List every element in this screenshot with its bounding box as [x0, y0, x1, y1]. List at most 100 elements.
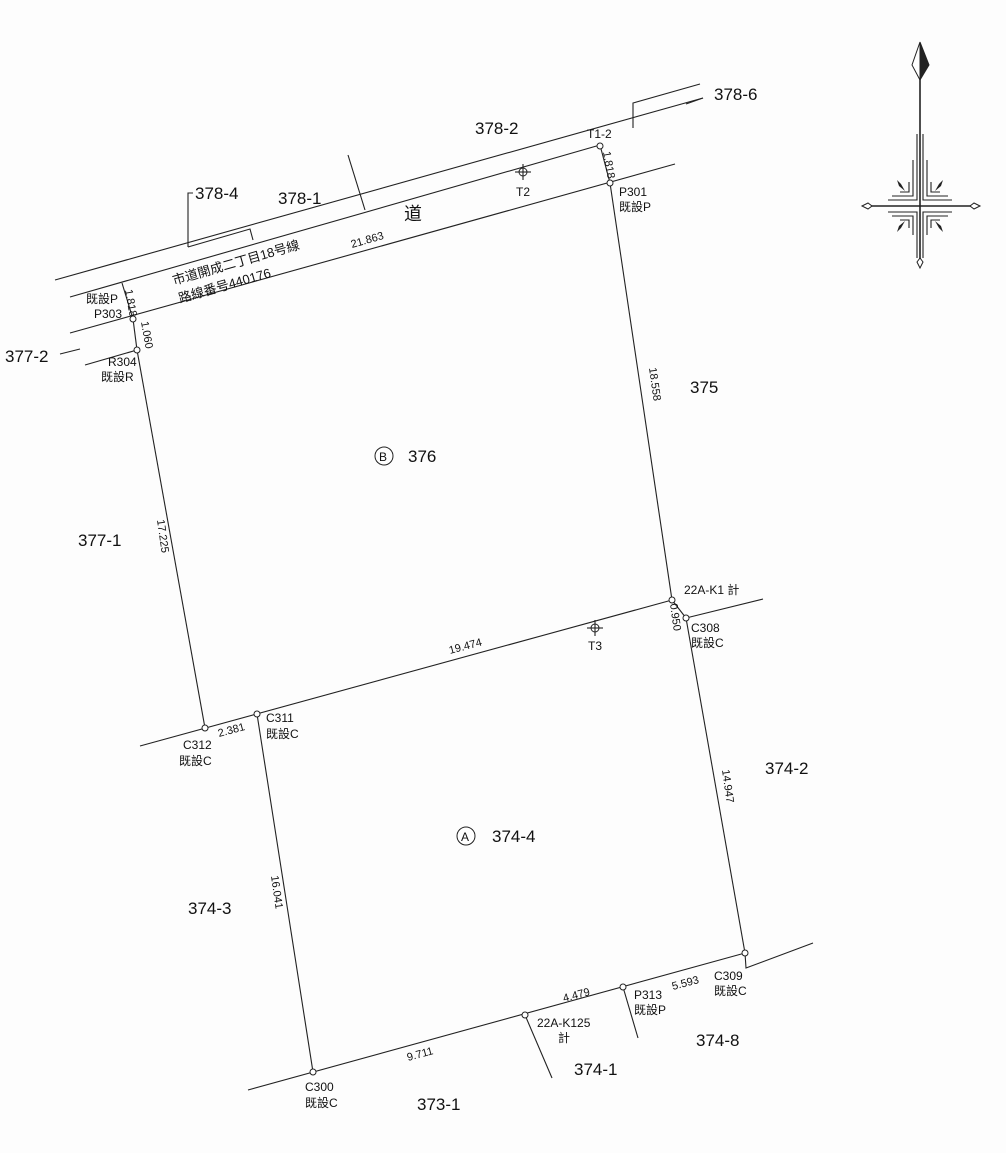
label-r304-type: 既設R — [101, 369, 134, 384]
parcel-378-4: 378-4 — [195, 184, 238, 203]
parcel-b-mark: B — [379, 450, 387, 464]
point-labels: T1-2 T2 P301 既設P 既設P P303 R304 既設R 22A-K… — [86, 127, 747, 1110]
label-k1: 22A-K1 計 — [684, 582, 739, 597]
parcel-373-1: 373-1 — [417, 1095, 460, 1114]
dist-p303-r304: 1.060 — [138, 320, 155, 349]
lot-378-4-bracket — [187, 228, 254, 248]
label-p303: P303 — [94, 307, 122, 321]
boundary-lines — [54, 83, 814, 1091]
bottom-boundary-line — [247, 952, 746, 1091]
pin-c312 — [201, 724, 209, 732]
label-p313-type: 既設P — [634, 1002, 666, 1017]
pin-k1 — [668, 596, 676, 604]
pin-r304 — [133, 346, 141, 354]
dist-bottom-2: 4.479 — [562, 986, 592, 1005]
parcel-378-2: 378-2 — [475, 119, 518, 138]
pin-c308 — [682, 614, 690, 622]
dist-bottom-3: 5.593 — [671, 974, 701, 993]
road-south-edge — [69, 163, 676, 334]
road-mark: 道 — [404, 204, 422, 224]
parcel-374-1: 374-1 — [574, 1060, 617, 1079]
label-k125: 22A-K125 — [537, 1016, 591, 1030]
parcel-376: 376 — [408, 447, 436, 466]
parcel-377-1: 377-1 — [78, 531, 121, 550]
dist-middle: 19.474 — [448, 637, 484, 657]
middle-boundary-line — [139, 599, 673, 747]
dist-road-top: 21.863 — [350, 230, 386, 251]
label-p313: P313 — [634, 988, 662, 1002]
lot-374-4-west-line — [256, 713, 314, 1073]
parcel-378-1: 378-1 — [278, 189, 321, 208]
p303-r304-line — [132, 318, 138, 351]
label-p303-type: 既設P — [86, 291, 118, 306]
label-c308: C308 — [691, 621, 720, 635]
pin-p301 — [606, 179, 614, 187]
survey-pins — [129, 142, 749, 1076]
parcel-374-3: 374-3 — [188, 899, 231, 918]
north-arrow-icon — [860, 41, 982, 270]
pin-t1-2 — [596, 142, 604, 150]
dist-right-374: 14.947 — [719, 769, 736, 804]
label-p301-type: 既設P — [619, 199, 651, 214]
pin-c300 — [309, 1068, 317, 1076]
traverse-t3-icon — [587, 620, 603, 636]
label-t2: T2 — [516, 185, 530, 199]
p313-branch-line — [622, 986, 639, 1039]
label-k125-type: 計 — [558, 1030, 570, 1045]
lot-378-6-bracket — [632, 83, 701, 128]
label-p301: P301 — [619, 185, 647, 199]
label-t1-2: T1-2 — [587, 127, 612, 141]
label-c300-type: 既設C — [305, 1095, 338, 1110]
c308-east-line — [685, 598, 764, 619]
label-c308-type: 既設C — [691, 635, 724, 650]
lot-378-1-378-2-divider — [347, 154, 366, 211]
dist-right-376: 18.558 — [646, 367, 663, 402]
pin-p313 — [619, 983, 627, 991]
dist-bottom-1: 9.711 — [406, 1045, 435, 1064]
dist-left-374: 16.041 — [268, 875, 285, 910]
k1-c308-line — [671, 599, 687, 619]
label-t3: T3 — [588, 639, 602, 653]
t12-p301-line — [599, 144, 611, 184]
lot-378-4-leader — [187, 192, 193, 247]
lot-378-6-leader — [685, 97, 704, 105]
parcel-374-2: 374-2 — [765, 759, 808, 778]
label-c312-type: 既設C — [179, 753, 212, 768]
lot-377-2-leader — [59, 348, 81, 355]
road-outer-line — [54, 97, 704, 281]
label-c311-type: 既設C — [266, 726, 299, 741]
lot-377-2-line — [84, 349, 138, 366]
parcel-a-circle — [456, 826, 476, 846]
parcel-labels: 378-6 378-2 378-4 378-1 377-2 375 B 376 … — [5, 85, 808, 1114]
lot-376-west-line — [136, 349, 206, 729]
parcel-377-2: 377-2 — [5, 347, 48, 366]
road-labels: 道 市道開成二丁目18号線 路線番号440176 — [171, 204, 422, 306]
c309-east-line — [744, 942, 814, 969]
pin-p303 — [129, 315, 137, 323]
parcel-374-8: 374-8 — [696, 1031, 739, 1050]
dist-p303-road: 1.818 — [122, 288, 139, 317]
k125-branch-line — [524, 1014, 553, 1079]
parcel-378-6: 378-6 — [714, 85, 757, 104]
parcel-374-4: 374-4 — [492, 827, 535, 846]
pin-c309 — [741, 949, 749, 957]
lot-374-4-east-line — [685, 617, 746, 954]
label-c311: C311 — [266, 711, 294, 725]
traverse-t2-icon — [515, 164, 531, 180]
label-c300: C300 — [305, 1080, 334, 1094]
label-c312: C312 — [183, 738, 212, 752]
label-c309-type: 既設C — [714, 983, 747, 998]
pin-k125 — [521, 1011, 529, 1019]
dist-t12-p301: 1.818 — [600, 150, 617, 179]
lot-376-east-line — [609, 182, 673, 601]
parcel-b-circle — [374, 446, 394, 466]
p303-road-line — [121, 282, 134, 320]
pin-c311 — [253, 710, 261, 718]
dist-k1-c308: 0.950 — [667, 603, 683, 632]
parcel-375: 375 — [690, 378, 718, 397]
road-north-edge — [69, 144, 601, 298]
parcel-a-mark: A — [461, 830, 469, 844]
label-c309: C309 — [714, 969, 743, 983]
